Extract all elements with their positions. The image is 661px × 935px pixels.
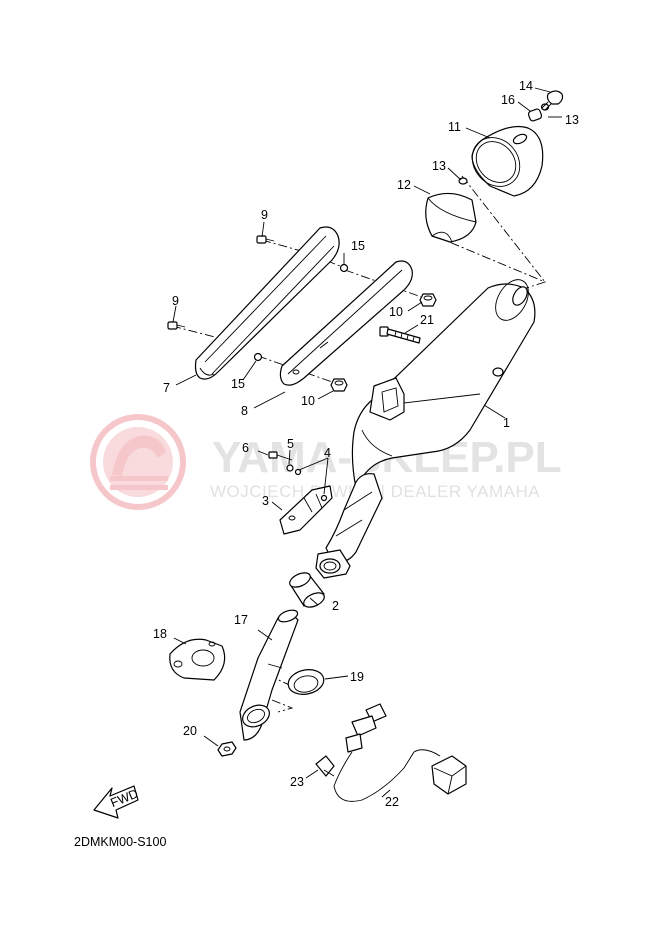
part-6-bolt [268, 451, 293, 461]
callout-7: 7 [163, 381, 170, 395]
part-16-collar [527, 108, 543, 122]
part-4-collars [294, 468, 328, 502]
callout-15-lower: 15 [231, 377, 245, 391]
callout-5: 5 [287, 437, 294, 451]
part-11-end-cap [471, 125, 544, 197]
part-23-clamp [315, 755, 335, 777]
part-7-protector [194, 226, 340, 380]
callout-10-upper: 10 [389, 305, 403, 319]
callout-10-lower: 10 [301, 394, 315, 408]
callout-6: 6 [242, 441, 249, 455]
part-14-bolt [541, 90, 564, 111]
part-2-gasket [289, 572, 325, 608]
part-12-band [425, 192, 477, 243]
callout-12: 12 [397, 178, 411, 192]
callout-13-right: 13 [565, 113, 579, 127]
callout-1: 1 [503, 416, 510, 430]
callout-3: 3 [262, 494, 269, 508]
part-3-bracket [279, 485, 333, 535]
part-19-gasket-ring [287, 669, 325, 695]
callout-15-upper: 15 [351, 239, 365, 253]
callout-16: 16 [501, 93, 515, 107]
callout-2: 2 [332, 599, 339, 613]
part-22-sensor [333, 703, 467, 802]
fwd-arrow-icon: FWD [93, 785, 140, 819]
callout-4: 4 [324, 446, 331, 460]
callout-17: 17 [234, 613, 248, 627]
part-21-bolt [379, 326, 421, 344]
yamaha-logo-watermark [90, 414, 186, 510]
callout-22: 22 [385, 795, 399, 809]
callout-20: 20 [183, 724, 197, 738]
callout-23: 23 [290, 775, 304, 789]
part-9-screw-upper [256, 235, 275, 244]
diagram-code: 2DMKM00-S100 [74, 835, 166, 849]
callout-14: 14 [519, 79, 533, 93]
part-18-flange-gasket [169, 638, 226, 681]
leader-lines [172, 87, 562, 798]
callout-9-lower: 9 [172, 294, 179, 308]
part-10-nut-upper [419, 293, 437, 307]
part-1-muffler [315, 279, 536, 579]
callout-8: 8 [241, 404, 248, 418]
part-15-collar-lower [253, 352, 263, 362]
callout-numbers: 1 2 3 4 5 6 7 8 9 9 10 10 11 12 13 13 14… [153, 79, 579, 809]
part-20-nut [217, 741, 237, 757]
callout-9-upper: 9 [261, 208, 268, 222]
part-17-exhaust-pipe [239, 609, 299, 741]
callout-11: 11 [448, 120, 461, 134]
part-8-protector [279, 260, 413, 386]
callout-19: 19 [350, 670, 364, 684]
callout-13-left: 13 [432, 159, 446, 173]
part-15-collar-upper [339, 263, 349, 273]
callout-21: 21 [420, 313, 434, 327]
callout-18: 18 [153, 627, 167, 641]
part-10-nut-lower [330, 378, 348, 392]
part-9-screw-lower [167, 321, 186, 330]
part-5-washer [286, 464, 294, 472]
